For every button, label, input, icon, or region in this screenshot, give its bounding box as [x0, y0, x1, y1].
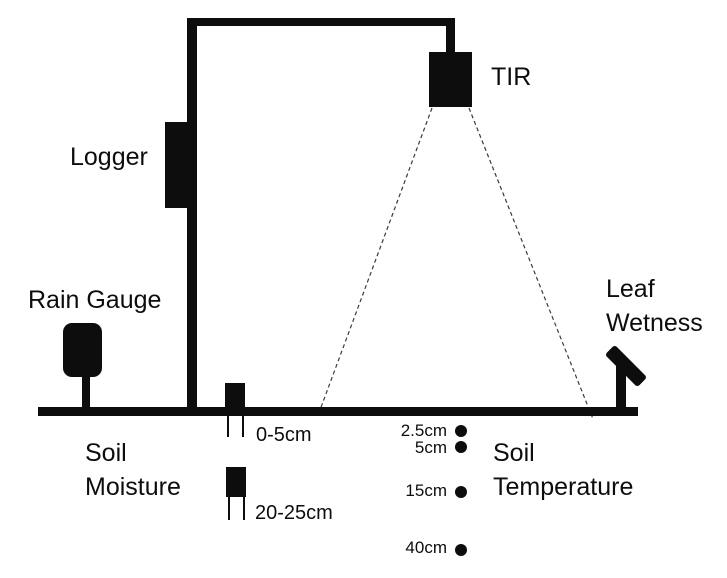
- soil-temperature-dot: [455, 486, 467, 498]
- rain-gauge-icon: [63, 323, 102, 377]
- mast-top-bar: [187, 18, 455, 26]
- logger-label: Logger: [70, 143, 148, 171]
- soil-moisture-label-line1: Soil: [85, 439, 127, 467]
- leaf-wetness-label-line2: Wetness: [606, 309, 703, 337]
- soil-moisture-probe-deep-icon: [226, 467, 246, 497]
- temperature-depth-label: 5cm: [414, 438, 447, 457]
- moisture-depth-label-deep: 20-25cm: [255, 502, 333, 524]
- mast-pole: [187, 18, 197, 410]
- soil-temperature-label-line2: Temperature: [493, 473, 634, 501]
- temperature-depth-label: 15cm: [405, 481, 447, 500]
- probe-prong: [243, 497, 245, 520]
- soil-temperature-label-line1: Soil: [493, 439, 535, 467]
- leaf-wetness-label-line1: Leaf: [606, 275, 655, 303]
- leaf-wetness-sensor-icon: [604, 344, 648, 388]
- tir-sensor-icon: [429, 52, 472, 107]
- soil-moisture-label-line2: Moisture: [85, 473, 181, 501]
- tir-fov-line-right: [468, 107, 594, 420]
- tir-mount-arm: [446, 24, 455, 54]
- moisture-depth-label-shallow: 0-5cm: [256, 424, 312, 446]
- soil-temperature-dot: [455, 425, 467, 437]
- probe-prong: [242, 416, 244, 437]
- rain-gauge-label: Rain Gauge: [28, 286, 162, 314]
- ground-line: [38, 407, 638, 416]
- temperature-depth-label: 40cm: [405, 538, 447, 557]
- soil-temperature-dot: [455, 441, 467, 453]
- tir-fov-line-left: [319, 107, 433, 411]
- soil-temperature-dot: [455, 544, 467, 556]
- soil-moisture-label: Soil Moisture: [85, 436, 181, 504]
- tir-label: TIR: [491, 63, 532, 91]
- leaf-wetness-label: Leaf Wetness: [606, 272, 703, 340]
- soil-temperature-label: Soil Temperature: [493, 436, 633, 504]
- leaf-wetness-stem: [616, 363, 626, 412]
- soil-moisture-probe-shallow-icon: [225, 383, 245, 408]
- probe-prong: [227, 416, 229, 437]
- probe-prong: [228, 497, 230, 520]
- rain-gauge-stem: [82, 375, 90, 412]
- logger-box-icon: [165, 122, 192, 208]
- temperature-depth-label: 2.5cm: [400, 421, 447, 440]
